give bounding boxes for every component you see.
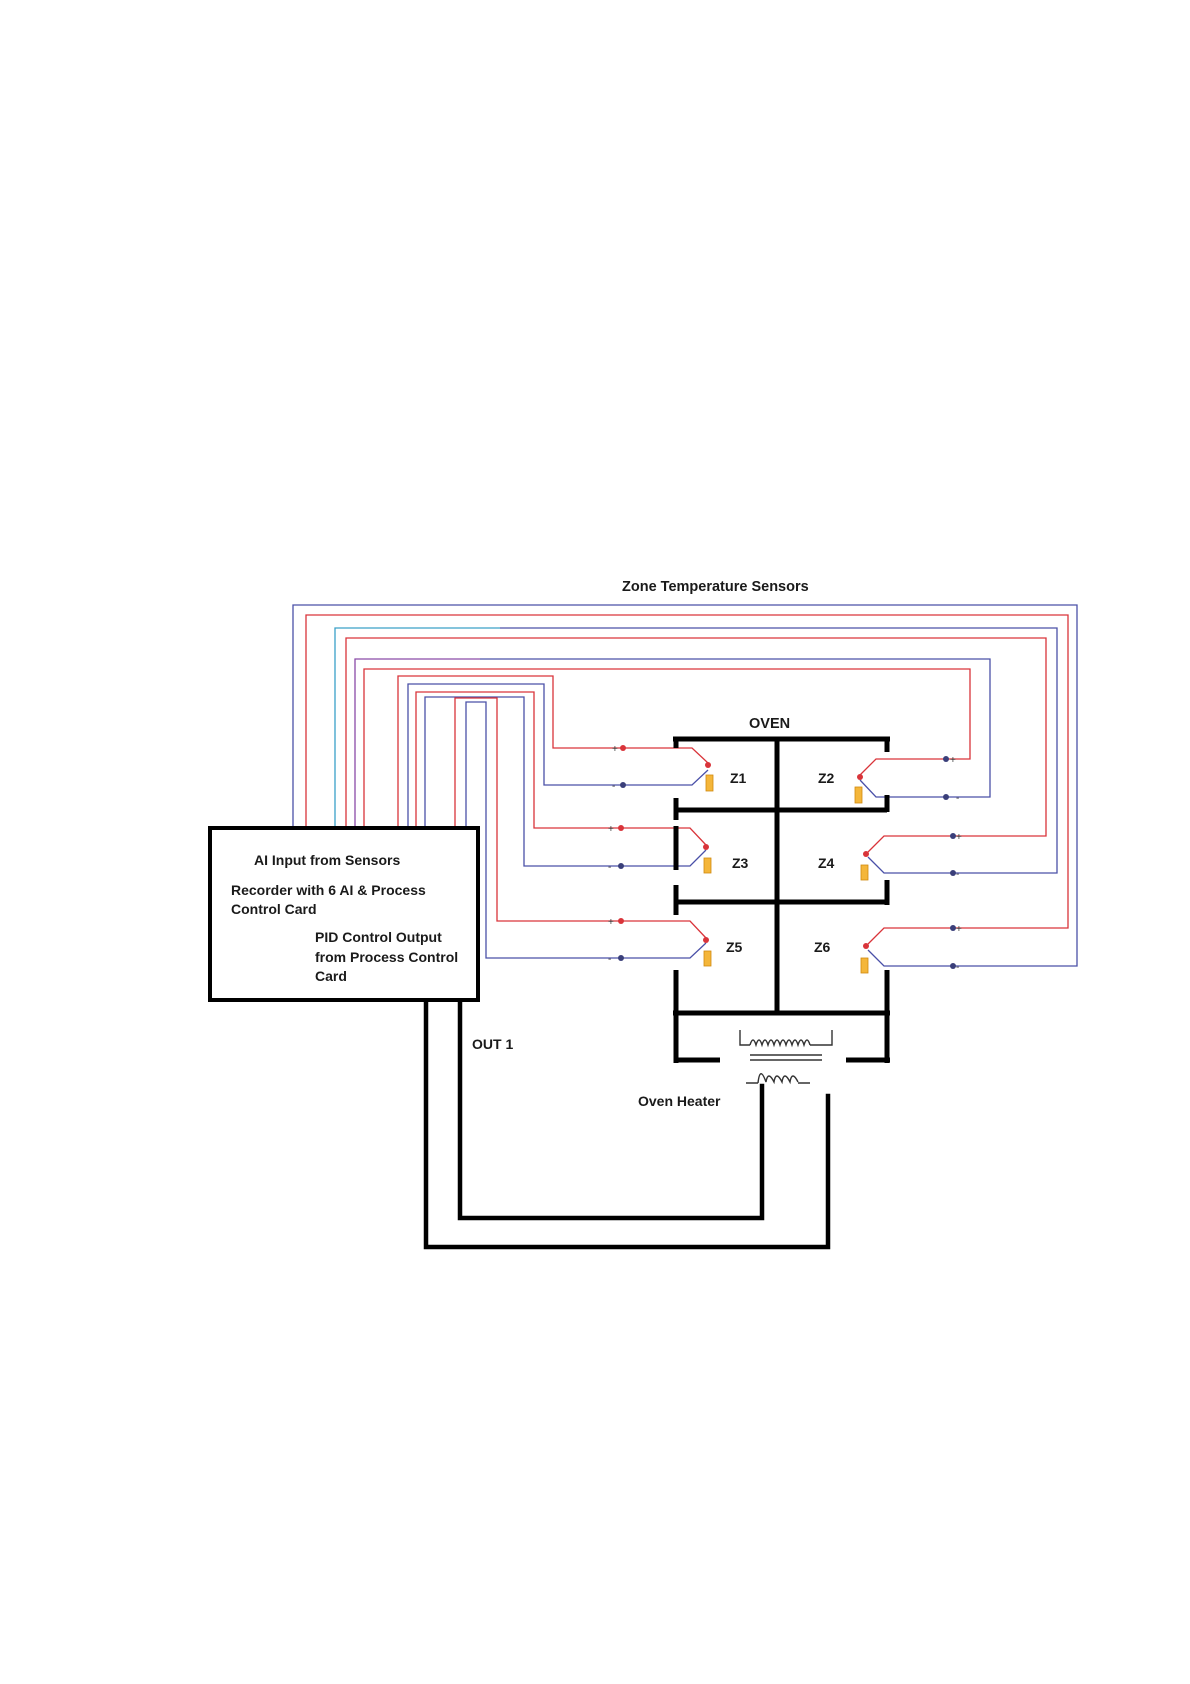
recorder-line-6: Card — [315, 968, 347, 984]
diagram-title: Zone Temperature Sensors — [622, 579, 809, 595]
thermocouple-z5 — [618, 918, 711, 966]
recorder-line-3: Control Card — [231, 901, 317, 917]
wire-z1-negative — [408, 684, 623, 828]
thermocouple-z2 — [855, 756, 949, 803]
svg-text:-: - — [612, 781, 615, 792]
oven-structure — [673, 737, 890, 1063]
svg-text:+: + — [612, 744, 618, 755]
svg-text:+: + — [950, 755, 956, 766]
zone-label-z2: Z2 — [818, 770, 835, 786]
thermocouple-z1 — [620, 745, 713, 791]
heater-coil-icon — [740, 1030, 832, 1083]
svg-text:-: - — [608, 862, 611, 873]
svg-text:+: + — [956, 924, 962, 935]
wire-z1-positive — [398, 676, 623, 828]
recorder-line-2: Recorder with 6 AI & Process — [231, 882, 426, 898]
recorder-line-5: from Process Control — [315, 949, 458, 965]
thermocouple-z6 — [861, 925, 956, 973]
zone-label-z1: Z1 — [730, 770, 747, 786]
wire-z3-positive — [416, 692, 621, 828]
thermocouple-z3 — [618, 825, 711, 873]
recorder-line-4: PID Control Output — [315, 929, 442, 945]
oven-label: OVEN — [749, 716, 790, 732]
svg-text:+: + — [608, 824, 614, 835]
zone-label-z3: Z3 — [732, 855, 749, 871]
zone-label-z4: Z4 — [818, 855, 835, 871]
thermocouple-z4 — [861, 833, 956, 880]
heater-label: Oven Heater — [638, 1093, 721, 1109]
output-label: OUT 1 — [472, 1036, 513, 1052]
svg-text:+: + — [608, 917, 614, 928]
svg-text:+: + — [956, 832, 962, 843]
wire-z4-negative-segment — [335, 628, 500, 828]
svg-text:-: - — [956, 962, 959, 973]
zone-label-z6: Z6 — [814, 939, 831, 955]
recorder-line-1: AI Input from Sensors — [254, 852, 400, 868]
zone-label-z5: Z5 — [726, 939, 743, 955]
svg-text:-: - — [956, 793, 959, 804]
svg-text:-: - — [956, 869, 959, 880]
polarity-marks: + - + - + - + - + - + - — [608, 744, 962, 973]
svg-text:-: - — [608, 954, 611, 965]
